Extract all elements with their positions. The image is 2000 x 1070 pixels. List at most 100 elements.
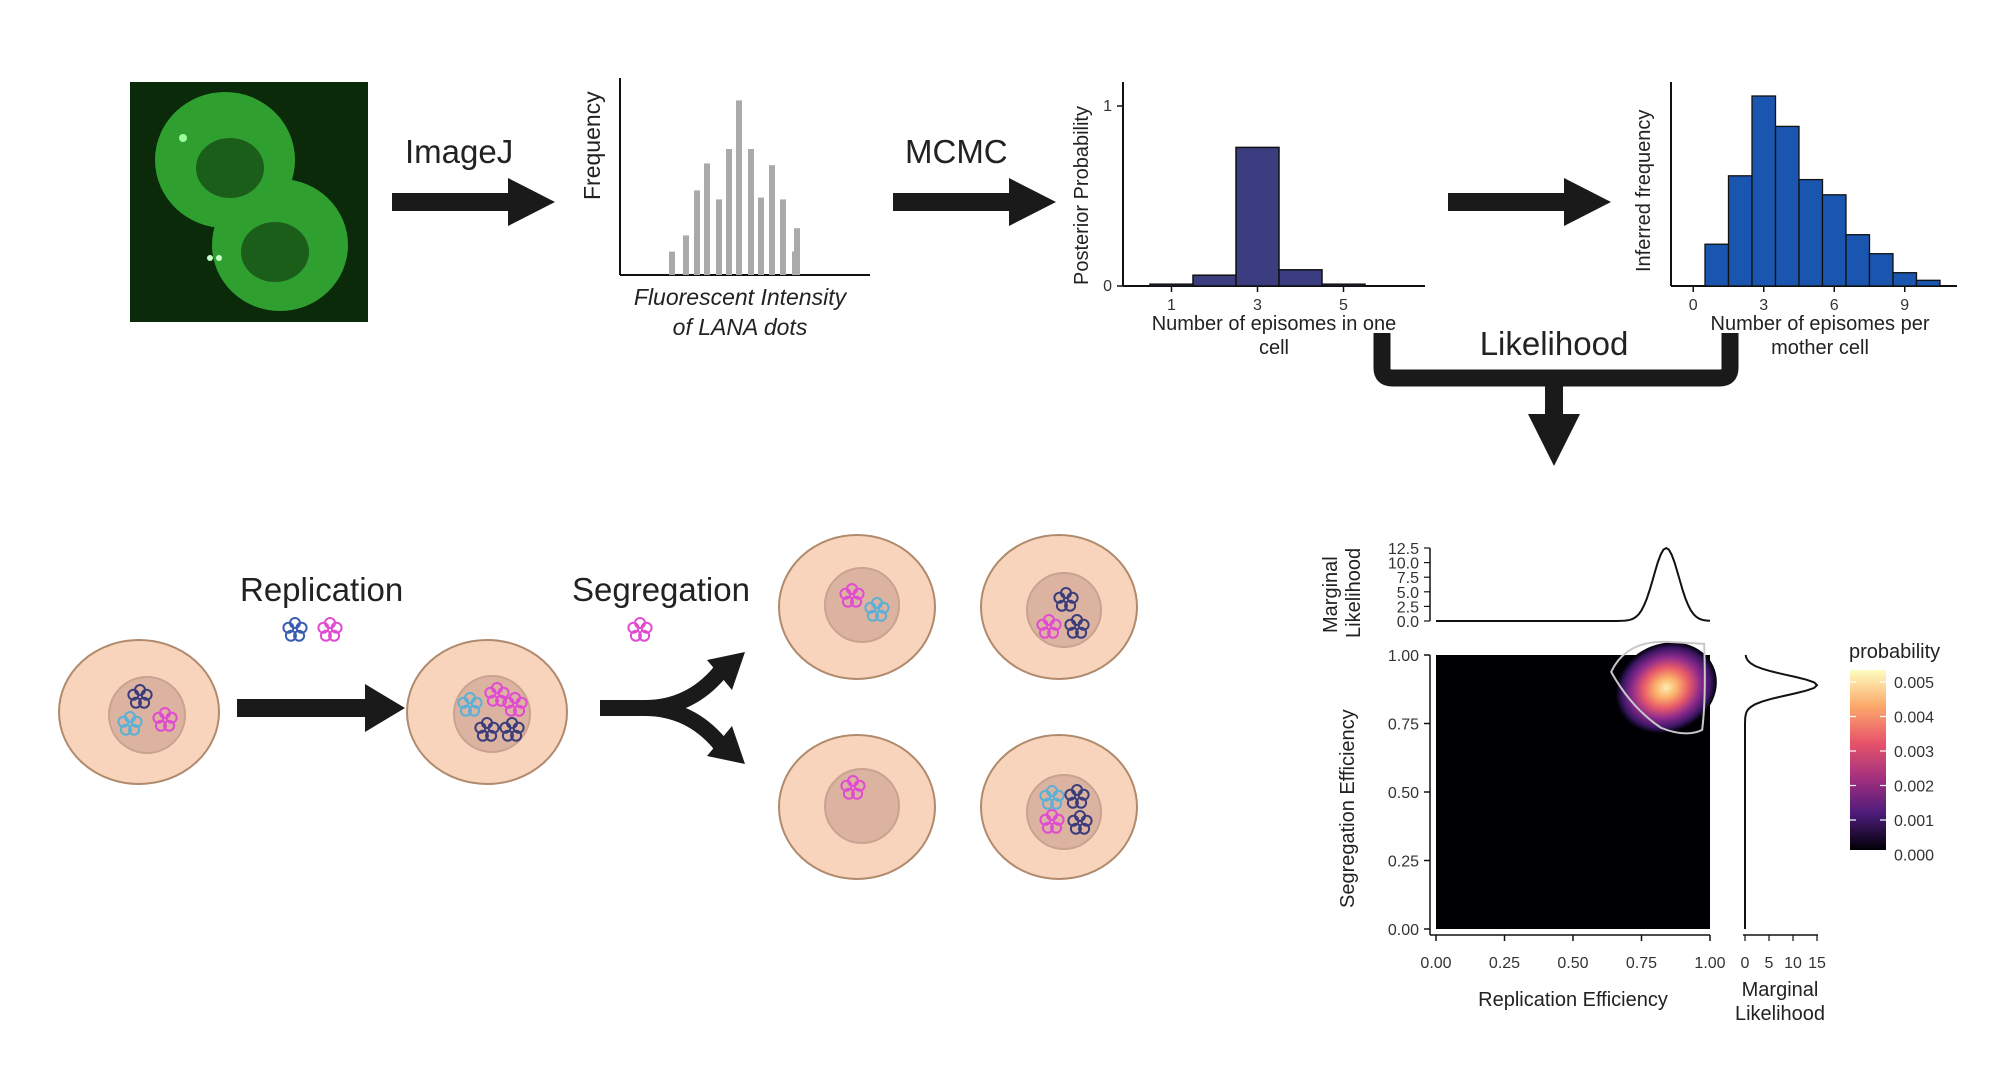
inferred-xtick: 0 bbox=[1689, 297, 1698, 314]
inferred-bar bbox=[1868, 253, 1894, 287]
likelihood-bracket bbox=[1373, 333, 1739, 466]
top-marginal-ytick: 10.0 bbox=[1388, 556, 1419, 573]
arrow-segregation bbox=[600, 652, 745, 764]
top-marginal-ytick: 5.0 bbox=[1397, 585, 1419, 602]
inferred-bar bbox=[1751, 95, 1777, 287]
posterior-ytick: 0 bbox=[1103, 278, 1112, 295]
intensity-bar bbox=[792, 251, 798, 275]
replication-plasmid-blue bbox=[282, 617, 308, 642]
intensity-bar bbox=[726, 149, 732, 275]
legend-tick: 0.002 bbox=[1894, 779, 1934, 796]
arrow-inferred bbox=[1448, 178, 1611, 226]
label-segregation: Segregation bbox=[572, 571, 750, 608]
intensity-bar bbox=[683, 235, 689, 275]
right-marginal-xtick: 10 bbox=[1784, 955, 1802, 972]
inferred-bar bbox=[1821, 194, 1847, 287]
top-marginal-ylabel-1: Marginal bbox=[1320, 556, 1342, 633]
right-marginal-xlabel-1: Marginal bbox=[1742, 979, 1819, 1001]
inferred-bar bbox=[1727, 175, 1753, 287]
label-mcmc: MCMC bbox=[905, 133, 1008, 170]
top-marginal-ytick: 0.0 bbox=[1397, 614, 1419, 631]
intensity-bar bbox=[716, 199, 722, 275]
posterior-bar bbox=[1278, 269, 1323, 287]
top-marginal-ytick: 7.5 bbox=[1397, 570, 1419, 587]
heatmap-contour bbox=[1610, 640, 1706, 735]
posterior-xlabel-2: cell bbox=[1259, 337, 1289, 359]
legend-tick: 0.004 bbox=[1894, 710, 1934, 727]
posterior-bar bbox=[1321, 283, 1366, 287]
right-marginal-xtick: 5 bbox=[1765, 955, 1774, 972]
inferred-xtick: 3 bbox=[1759, 297, 1768, 314]
intensity-bar bbox=[694, 190, 700, 275]
intensity-ylabel: Frequency bbox=[579, 91, 605, 200]
intensity-bar bbox=[736, 100, 742, 276]
label-imagej: ImageJ bbox=[405, 133, 513, 170]
posterior-bar bbox=[1149, 283, 1194, 287]
intensity-bar bbox=[669, 251, 675, 275]
heatmap-xtick: 0.50 bbox=[1557, 955, 1588, 972]
daughter-cell-3 bbox=[778, 734, 936, 880]
posterior-xtick: 3 bbox=[1253, 297, 1262, 314]
inferred-xtick: 6 bbox=[1830, 297, 1839, 314]
posterior-ylabel: Posterior Probability bbox=[1071, 106, 1093, 285]
cell-replicated bbox=[406, 639, 568, 785]
posterior-ytick: 1 bbox=[1103, 98, 1112, 115]
inferred-bar bbox=[1892, 272, 1918, 287]
legend-tick: 0.000 bbox=[1894, 848, 1934, 865]
inferred-chart: 0 3 6 9 Inferred frequency Number of episom… bbox=[1633, 82, 1957, 359]
inferred-bar bbox=[1774, 125, 1800, 287]
heatmap-ytick: 1.00 bbox=[1388, 648, 1419, 665]
legend-colorbar bbox=[1850, 670, 1886, 850]
intensity-bar bbox=[758, 197, 764, 275]
posterior-chart: 1 3 5 0 1 Posterior Probability Number of e… bbox=[1071, 82, 1425, 359]
heatmap-xtick: 1.00 bbox=[1694, 955, 1725, 972]
heatmap-xtick: 0.75 bbox=[1626, 955, 1657, 972]
intensity-bar bbox=[748, 149, 754, 275]
daughter-cell-4 bbox=[980, 734, 1138, 880]
right-marginal-xtick: 15 bbox=[1808, 955, 1826, 972]
top-marginal-ytick: 12.5 bbox=[1388, 541, 1419, 558]
inferred-xlabel-1: Number of episomes per bbox=[1711, 313, 1930, 335]
replication-plasmid-pink bbox=[317, 617, 343, 642]
inferred-xtick: 9 bbox=[1900, 297, 1909, 314]
arrow-mcmc bbox=[893, 178, 1056, 226]
heatmap-panel: 0.02.55.07.510.012.5 Marginal Likelihood… bbox=[1320, 541, 1940, 1025]
inferred-bar bbox=[1915, 279, 1941, 287]
inferred-xlabel-2: mother cell bbox=[1771, 337, 1869, 359]
heatmap-xlabel: Replication Efficiency bbox=[1478, 989, 1668, 1011]
heatmap-ytick: 0.00 bbox=[1388, 922, 1419, 939]
daughter-cell-2 bbox=[980, 534, 1138, 680]
intensity-bar bbox=[769, 165, 775, 275]
segregation-plasmid-pink bbox=[627, 617, 653, 642]
arrow-imagej bbox=[392, 178, 555, 226]
posterior-xlabel-1: Number of episomes in one bbox=[1152, 313, 1397, 335]
posterior-bar bbox=[1192, 274, 1237, 287]
heatmap-ytick: 0.75 bbox=[1388, 717, 1419, 734]
posterior-xtick: 1 bbox=[1167, 297, 1176, 314]
heatmap-ytick: 0.25 bbox=[1388, 854, 1419, 871]
intensity-histogram: Frequency Fluorescent Intensity of LANA … bbox=[579, 78, 870, 340]
heatmap-xtick: 0.00 bbox=[1420, 955, 1451, 972]
inferred-bar bbox=[1704, 243, 1730, 287]
legend-tick: 0.005 bbox=[1894, 675, 1934, 692]
top-marginal-ytick: 2.5 bbox=[1397, 599, 1419, 616]
posterior-bar bbox=[1235, 146, 1280, 287]
inferred-bar bbox=[1798, 178, 1824, 287]
posterior-xtick: 5 bbox=[1339, 297, 1348, 314]
intensity-bar bbox=[704, 163, 710, 275]
legend-tick: 0.001 bbox=[1894, 813, 1934, 830]
label-likelihood: Likelihood bbox=[1480, 325, 1629, 362]
heatmap-ytick: 0.50 bbox=[1388, 785, 1419, 802]
legend-title: probability bbox=[1849, 641, 1940, 663]
inferred-bar bbox=[1845, 234, 1871, 287]
heatmap-ylabel: Segregation Efficiency bbox=[1337, 709, 1359, 908]
arrow-replication bbox=[237, 684, 405, 732]
intensity-xlabel-1: Fluorescent Intensity bbox=[634, 284, 848, 310]
micrograph-image bbox=[130, 82, 368, 322]
intensity-bar bbox=[780, 199, 786, 275]
legend-tick: 0.003 bbox=[1894, 744, 1934, 761]
inferred-ylabel: Inferred frequency bbox=[1633, 110, 1655, 272]
daughter-cell-1 bbox=[778, 534, 936, 680]
